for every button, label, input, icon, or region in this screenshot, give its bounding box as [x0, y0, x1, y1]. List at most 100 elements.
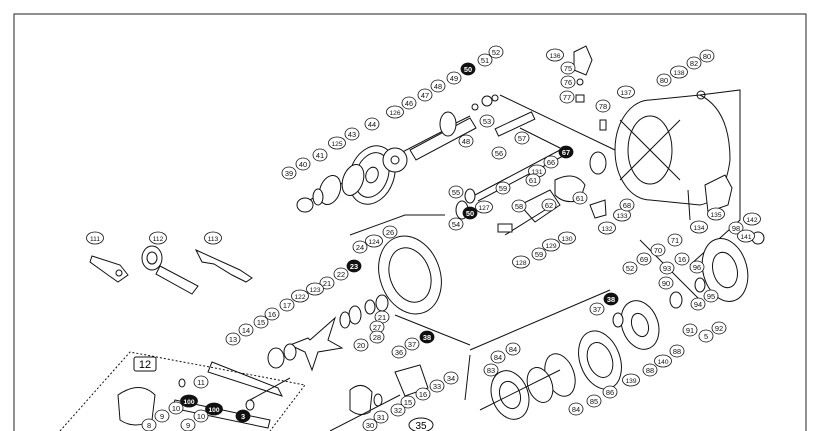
part-callout-135: 135 [707, 207, 725, 221]
part-callout-50: 50 [460, 62, 476, 76]
part-callout-bubble [558, 145, 574, 159]
part-number: 50 [466, 209, 474, 218]
part-callout-bubble [560, 75, 576, 89]
part-callout-20: 20 [353, 338, 369, 352]
part-callout-bubble [86, 231, 104, 245]
part-callout-85: 85 [586, 394, 602, 408]
part-callout-47: 47 [417, 88, 433, 102]
part-callout-122: 122 [291, 289, 309, 303]
part-callout-86: 86 [602, 385, 618, 399]
part-number: 27 [373, 323, 381, 332]
part-callout-bubble [619, 198, 635, 212]
part-callout-142: 142 [743, 212, 761, 226]
part-callout-139: 139 [622, 373, 640, 387]
part-callout-52: 52 [622, 261, 638, 275]
part-callout-94: 94 [690, 297, 706, 311]
part-callout-5: 5 [698, 329, 714, 343]
part-callout-bubble [448, 217, 464, 231]
part-callout-bubble [642, 363, 658, 377]
part-callout-92: 92 [711, 321, 727, 335]
part-callout-32: 32 [390, 403, 406, 417]
part-callout-bubble [401, 96, 417, 110]
part-callout-61: 61 [525, 173, 541, 187]
part-callout-bubble [281, 166, 297, 180]
part-callout-bubble [458, 134, 474, 148]
part-callout-bubble [488, 45, 504, 59]
part-number: 46 [405, 99, 413, 108]
part-callout-67: 67 [558, 145, 574, 159]
part-callout-bubble [373, 410, 389, 424]
part-number: 131 [531, 169, 542, 176]
part-callout-43: 43 [344, 127, 360, 141]
part-callout-bubble [689, 260, 705, 274]
part-callout-bubble [460, 62, 476, 76]
part-callout-38: 38 [419, 330, 435, 344]
part-callout-bubble [598, 221, 616, 235]
part-callout-83: 83 [483, 363, 499, 377]
part-number: 88 [646, 366, 654, 375]
part-callout-17: 17 [279, 298, 295, 312]
part-number: 23 [350, 262, 358, 271]
part-number: 78 [599, 102, 607, 111]
part-callout-134: 134 [690, 220, 708, 234]
part-number: 37 [593, 305, 601, 314]
part-callout-bubble [667, 233, 683, 247]
part-callout-bubble [674, 252, 690, 266]
part-number: 84 [509, 345, 517, 354]
part-callout-bubble [404, 337, 420, 351]
group-label-12: 12 [133, 356, 157, 372]
part-callout-bubble [483, 363, 499, 377]
part-callout-bubble [429, 379, 445, 393]
part-number: 48 [434, 82, 442, 91]
part-number: 136 [549, 53, 560, 60]
part-callout-84: 84 [568, 402, 584, 416]
part-callout-bubble [690, 220, 708, 234]
part-callout-bubble [560, 61, 576, 75]
part-number: 21 [323, 279, 331, 288]
part-number: 85 [590, 397, 598, 406]
part-number: 75 [564, 64, 572, 73]
part-number: 28 [373, 333, 381, 342]
part-callout-bubble [558, 231, 576, 245]
part-callout-93: 93 [659, 261, 675, 275]
part-callout-8: 8 [141, 418, 157, 431]
part-number: 76 [564, 78, 572, 87]
part-callout-37: 37 [589, 302, 605, 316]
part-callout-bubble [344, 127, 360, 141]
group-label-35-text: 35 [415, 421, 427, 431]
part-number: 50 [464, 65, 472, 74]
part-callout-bubble [514, 131, 530, 145]
part-callout-bubble [328, 136, 346, 150]
part-callout-bubble [333, 267, 349, 281]
part-number: 137 [620, 90, 631, 97]
part-callout-bubble [602, 385, 618, 399]
part-number: 56 [495, 149, 503, 158]
part-drawings [59, 45, 765, 431]
part-callout-bubble [180, 394, 198, 408]
part-callout-bubble [703, 289, 719, 303]
part-callout-bubble [711, 321, 727, 335]
part-callout-bubble [690, 297, 706, 311]
part-callout-bubble [622, 373, 640, 387]
part-number: 30 [366, 421, 374, 430]
part-number: 5 [704, 332, 708, 341]
part-callout-bubble [291, 289, 309, 303]
part-callout-bubble [295, 157, 311, 171]
group-label-35: 35 [408, 417, 434, 431]
part-callout-bubble [728, 221, 744, 235]
part-callout-61: 61 [572, 191, 588, 205]
part-number: 48 [462, 137, 470, 146]
part-number: 132 [601, 226, 612, 233]
part-callout-9: 9 [180, 418, 196, 431]
part-number: 84 [572, 405, 580, 414]
part-callout-bubble [603, 292, 619, 306]
part-callout-21: 21 [319, 276, 335, 290]
part-callout-bubble [559, 90, 575, 104]
part-callout-58: 58 [511, 199, 527, 213]
part-number: 80 [703, 52, 711, 61]
part-number: 130 [561, 236, 572, 243]
part-number: 113 [208, 236, 219, 243]
part-number: 129 [545, 243, 556, 250]
part-number: 16 [678, 255, 686, 264]
part-callout-bubble [193, 409, 209, 423]
